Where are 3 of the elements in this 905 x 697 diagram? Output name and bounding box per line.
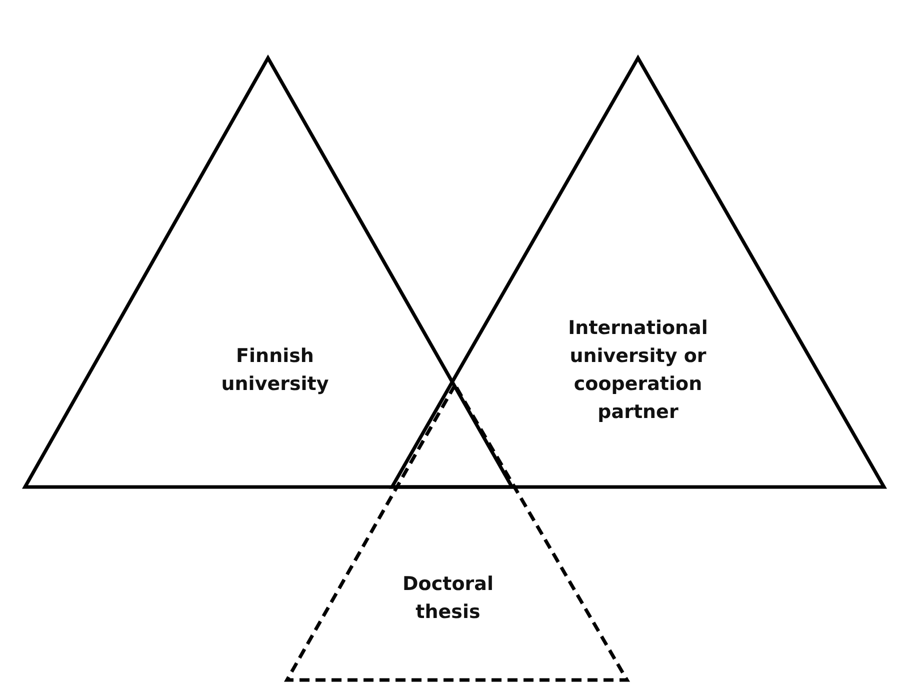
triangle-label: International university or cooperation partner [567, 316, 709, 425]
triangle-label: Finnish university [220, 344, 330, 397]
triangle-label: Doctoral thesis [402, 572, 494, 625]
